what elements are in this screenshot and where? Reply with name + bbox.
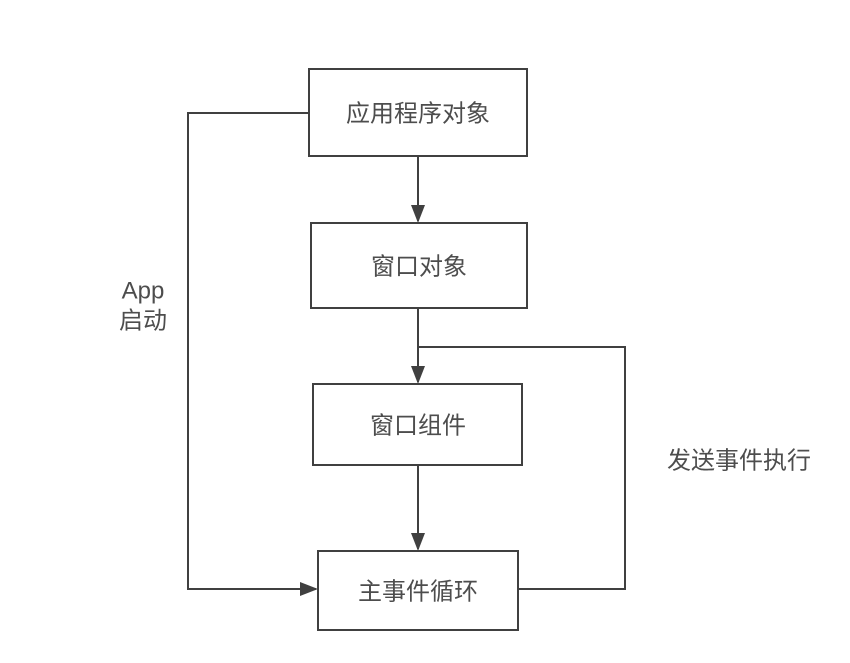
edge-label-app-start-line2: 启动 <box>119 308 167 335</box>
node-window-object-label: 窗口对象 <box>371 254 467 281</box>
node-window-component-label: 窗口组件 <box>370 413 466 440</box>
node-application-object: 应用程序对象 <box>308 68 528 157</box>
node-main-event-loop-label: 主事件循环 <box>358 579 478 606</box>
node-window-component: 窗口组件 <box>312 383 523 466</box>
line-send-event-loop <box>419 346 626 590</box>
node-application-object-label: 应用程序对象 <box>346 101 490 128</box>
node-window-object-box <box>310 222 528 309</box>
node-window-component-box <box>312 383 523 466</box>
edge-label-app-start-line1: App <box>122 278 165 305</box>
node-main-event-loop-box <box>317 550 519 631</box>
edge-label-send-event: 发送事件执行 <box>667 448 811 475</box>
node-application-object-box <box>308 68 528 157</box>
edge-label-app-start: App 启动 <box>119 278 167 335</box>
arrow-app-start-loop <box>187 112 318 596</box>
node-window-object: 窗口对象 <box>310 222 528 309</box>
node-main-event-loop: 主事件循环 <box>317 550 519 631</box>
